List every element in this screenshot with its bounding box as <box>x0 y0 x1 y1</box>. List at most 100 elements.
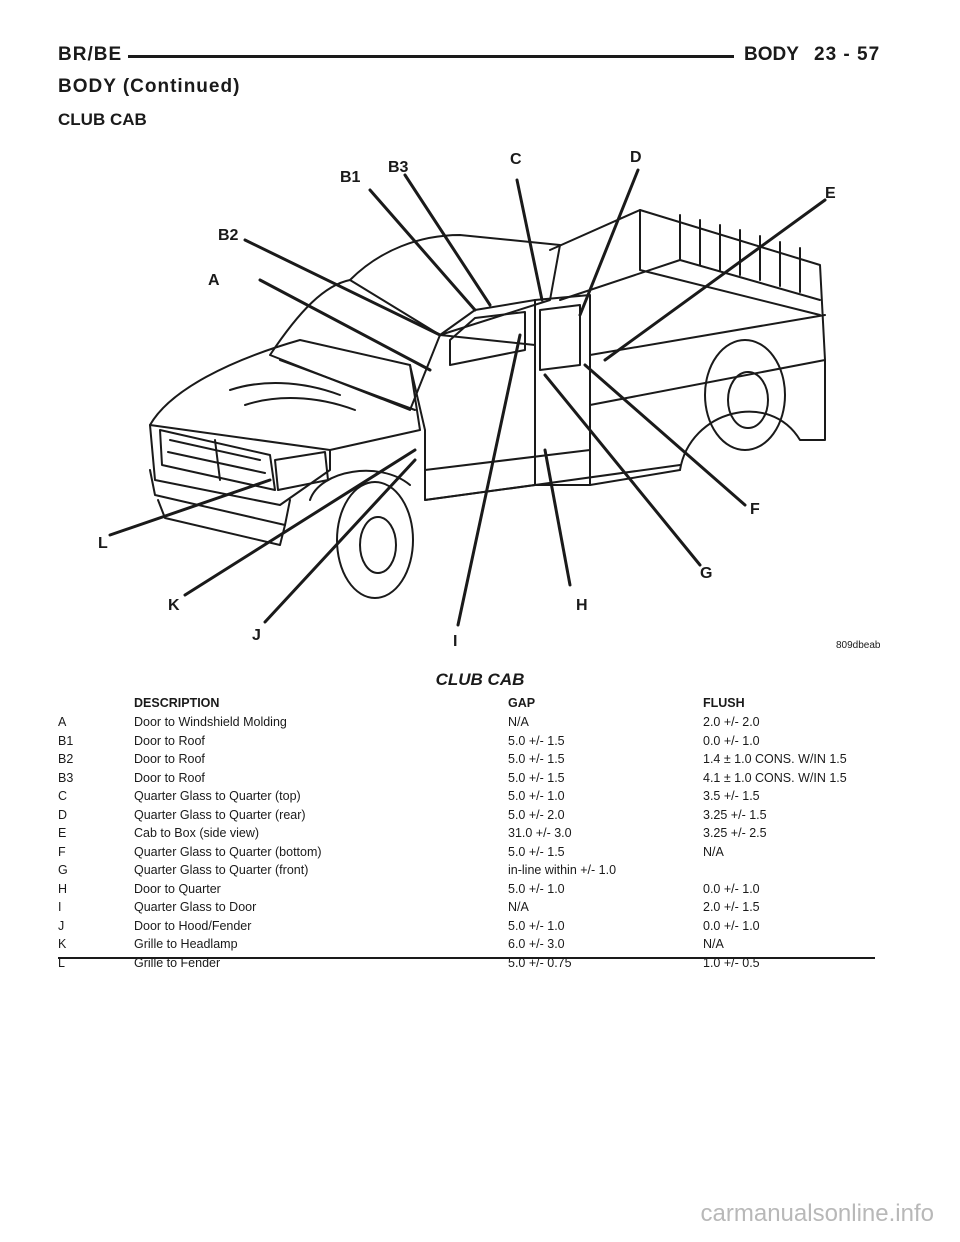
row-code: B1 <box>58 733 74 748</box>
watermark: carmanualsonline.info <box>700 1200 934 1227</box>
callout-label-d: D <box>630 149 642 166</box>
row-code: A <box>58 715 67 730</box>
callout-label-c: C <box>510 151 522 168</box>
row-gap: 5.0 +/- 1.0 <box>508 918 565 933</box>
row-gap: in-line within +/- 1.0 <box>508 863 617 878</box>
row-flush: 1.4 ± 1.0 CONS. W/IN 1.5 <box>703 752 847 767</box>
row-flush: 0.0 +/- 1.0 <box>703 881 760 896</box>
row-code: F <box>58 844 66 859</box>
callout-label-j: J <box>252 627 261 644</box>
row-flush: 2.0 +/- 2.0 <box>703 715 760 730</box>
row-description: Cab to Box (side view) <box>134 826 260 841</box>
row-flush: 2.0 +/- 1.5 <box>703 900 760 915</box>
gap-flush-spec-table: DESCRIPTION GAP FLUSH A Door to Windshiel… <box>58 692 875 972</box>
row-description: Quarter Glass to Quarter (bottom) <box>134 844 322 859</box>
row-flush: 0.0 +/- 1.0 <box>703 733 760 748</box>
callout-label-a: A <box>208 272 220 289</box>
row-code: J <box>58 918 65 933</box>
callout-label-l: L <box>98 535 108 552</box>
row-gap: 5.0 +/- 1.0 <box>508 789 565 804</box>
table-header-row: DESCRIPTION GAP FLUSH <box>58 692 875 713</box>
row-gap: 31.0 +/- 3.0 <box>508 826 572 841</box>
header-page-number: 23 - 57 <box>814 44 881 65</box>
row-description: Quarter Glass to Door <box>134 900 257 915</box>
row-flush: N/A <box>703 844 724 859</box>
callout-label-b2: B2 <box>218 227 239 244</box>
table-row: B2 Door to Roof 5.0 +/- 1.5 1.4 ± 1.0 CONS.… <box>58 750 875 769</box>
table-row: I Quarter Glass to Door N/A 2.0 +/- 1.5 <box>58 898 875 917</box>
row-gap: 5.0 +/- 1.5 <box>508 752 565 767</box>
row-code: D <box>58 807 68 822</box>
row-description: Door to Quarter <box>134 881 221 896</box>
callout-label-h: H <box>576 597 588 614</box>
table-row: F Quarter Glass to Quarter (bottom) 5.0 +/… <box>58 843 875 862</box>
row-gap: 5.0 +/- 1.0 <box>508 881 565 896</box>
row-description: Quarter Glass to Quarter (rear) <box>134 807 306 822</box>
row-description: Quarter Glass to Quarter (front) <box>134 863 309 878</box>
row-flush: 3.25 +/- 1.5 <box>703 807 767 822</box>
row-flush <box>703 861 875 880</box>
col-header-gap: GAP <box>508 695 536 710</box>
leader-line-l <box>108 478 272 537</box>
row-gap: 5.0 +/- 1.5 <box>508 844 565 859</box>
callout-label-b1: B1 <box>340 169 361 186</box>
leader-line-h <box>543 448 572 587</box>
row-code: B2 <box>58 752 74 767</box>
row-description: Grille to Fender <box>134 955 221 970</box>
row-description: Door to Hood/Fender <box>134 918 252 933</box>
leader-line-j <box>263 458 417 624</box>
row-gap: N/A <box>508 715 529 730</box>
table-row: C Quarter Glass to Quarter (top) 5.0 +/- 1… <box>58 787 875 806</box>
leader-lines <box>108 168 827 627</box>
row-code: I <box>58 900 62 915</box>
col-header-code <box>58 692 134 713</box>
leader-line-g <box>543 373 702 567</box>
leader-line-i <box>456 333 522 627</box>
row-code: E <box>58 826 67 841</box>
header-section: BODY <box>744 44 799 65</box>
leader-line-a <box>258 278 432 372</box>
row-code: C <box>58 789 68 804</box>
callout-label-g: G <box>700 565 712 582</box>
row-gap: 5.0 +/- 1.5 <box>508 770 565 785</box>
figure-code: 809dbeab <box>836 640 881 651</box>
row-gap: 5.0 +/- 0.75 <box>508 955 572 970</box>
callout-label-k: K <box>168 597 180 614</box>
table-row: J Door to Hood/Fender 5.0 +/- 1.0 0.0 +/- 1… <box>58 917 875 936</box>
row-flush: 4.1 ± 1.0 CONS. W/IN 1.5 <box>703 770 847 785</box>
header-rule <box>128 55 734 58</box>
leader-line-d <box>578 168 640 317</box>
callout-label-f: F <box>750 501 760 518</box>
row-flush: 0.0 +/- 1.0 <box>703 918 760 933</box>
subsection-title: CLUB CAB <box>58 110 147 129</box>
row-gap: N/A <box>508 900 529 915</box>
row-description: Door to Windshield Molding <box>134 715 287 730</box>
leader-line-b1 <box>368 188 477 312</box>
callout-label-b3: B3 <box>388 159 409 176</box>
callout-label-e: E <box>825 185 836 202</box>
leader-line-e <box>603 198 827 362</box>
leader-line-k <box>183 448 417 597</box>
col-header-description: DESCRIPTION <box>134 695 220 710</box>
row-gap: 5.0 +/- 1.5 <box>508 733 565 748</box>
row-code: B3 <box>58 770 74 785</box>
col-header-flush: FLUSH <box>703 695 745 710</box>
row-flush: N/A <box>703 937 724 952</box>
row-description: Quarter Glass to Quarter (top) <box>134 789 301 804</box>
leader-line-b2 <box>243 238 442 337</box>
header-model: BR/BE <box>58 44 123 65</box>
truck-drawing <box>149 209 826 599</box>
truck-diagram: A B1 B2 B3 C D E F G H I J K L <box>98 149 836 650</box>
figure-caption: CLUB CAB <box>435 670 525 689</box>
row-description: Door to Roof <box>134 752 205 767</box>
callout-labels: A B1 B2 B3 C D E F G H I J K L <box>98 149 836 650</box>
section-title: BODY (Continued) <box>58 76 241 97</box>
row-code: L <box>58 955 65 970</box>
